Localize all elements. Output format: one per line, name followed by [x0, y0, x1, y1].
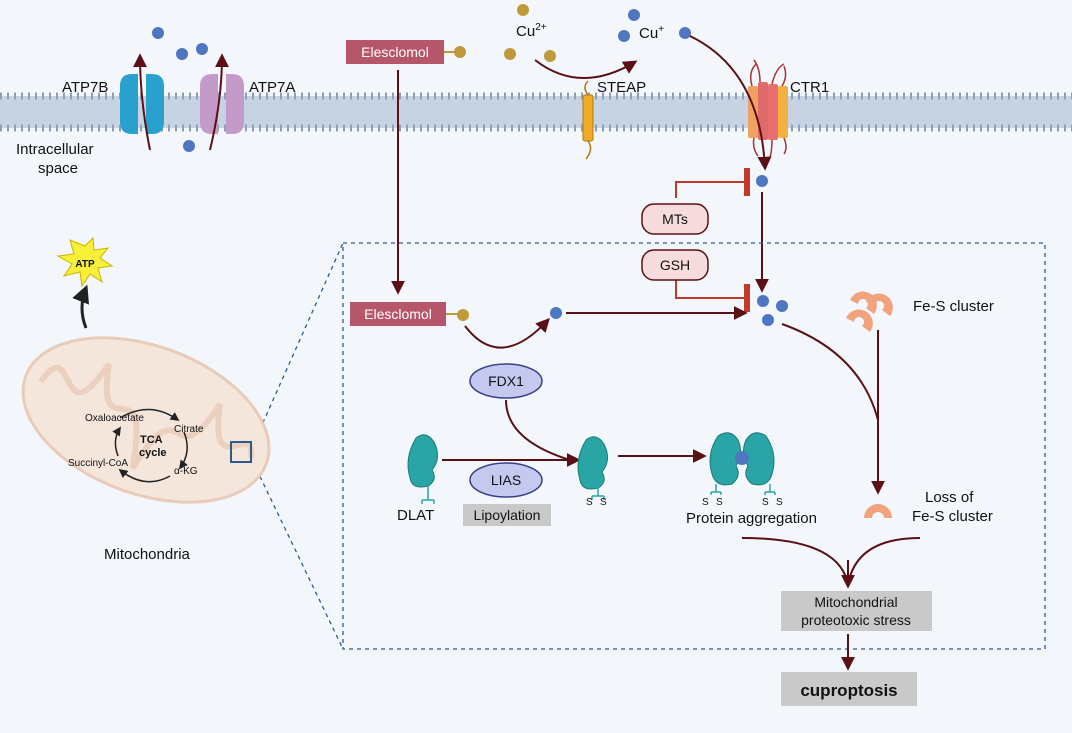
aggregation-to-stress: [741, 537, 849, 586]
cu2-label: Cu2+: [516, 22, 547, 40]
mitochondria-label: Mitochondria: [104, 546, 191, 563]
tca-label-1: TCA: [140, 434, 163, 446]
tca-akg: α-KG: [174, 466, 198, 477]
atp7b-label: ATP7B: [62, 79, 108, 96]
svg-text:S: S: [702, 497, 709, 508]
loss-fes-label-1: Loss of: [925, 489, 974, 506]
mts-box: MTs: [641, 203, 709, 235]
ctr1-transporter: [689, 35, 788, 171]
dlat-protein: [407, 434, 438, 504]
elesclomol-mito: Elesclomol: [350, 302, 469, 326]
steap-label: STEAP: [597, 79, 646, 96]
gsh-box: GSH: [641, 249, 709, 281]
mito-stress-label-1: Mitochondrial: [814, 594, 897, 610]
lias-enzyme: LIAS: [469, 462, 543, 498]
mito-stress-box: Mitochondrial proteotoxic stress: [781, 591, 932, 631]
mito-stress-label-2: proteotoxic stress: [801, 612, 911, 628]
atp7a-label: ATP7A: [249, 79, 295, 96]
elesclomol-top-label: Elesclomol: [361, 44, 429, 60]
sulfur-label: S: [600, 497, 607, 508]
released-copper-ion: [550, 307, 562, 319]
ctr1-import-arrow: [689, 35, 772, 171]
cell-membrane: [0, 92, 1072, 132]
fdx1-label: FDX1: [488, 373, 524, 389]
fes-to-stress: [847, 537, 921, 586]
zoom-line-bottom: [252, 461, 344, 650]
cuproptosis-label: cuproptosis: [800, 681, 897, 700]
tca-oxaloacetate: Oxaloacetate: [85, 413, 144, 424]
sulfur-label: S: [586, 497, 593, 508]
aggregated-protein: S S S S: [702, 432, 783, 508]
tca-label-2: cycle: [139, 447, 167, 459]
fes-cluster-label: Fe-S cluster: [913, 298, 994, 315]
protein-aggregation-label: Protein aggregation: [686, 510, 817, 527]
lipoylation-box: Lipoylation: [463, 504, 551, 526]
fdx1-enzyme: FDX1: [469, 363, 543, 399]
cuproptosis-box: cuproptosis: [781, 672, 917, 706]
atp7a-transporter: [200, 53, 244, 151]
intracellular-label-1: Intracellular: [16, 141, 94, 158]
steap-protein: [582, 80, 594, 160]
lias-label: LIAS: [491, 472, 521, 488]
elesclomol-top: Elesclomol: [346, 40, 466, 64]
mitochondrion: [21, 336, 271, 504]
fes-cluster: [846, 291, 893, 332]
dlat-label: DLAT: [397, 507, 434, 524]
mts-label: MTs: [662, 211, 688, 227]
fdx1-arrow: [505, 399, 571, 461]
gsh-inhibition: [675, 280, 750, 312]
ctr1-label: CTR1: [790, 79, 829, 96]
copper-ions-extracellular: [152, 27, 208, 152]
atp-label: ATP: [75, 259, 95, 270]
gsh-label: GSH: [660, 257, 690, 273]
atp-release-arrow: [72, 284, 90, 329]
loss-fes-label-2: Fe-S cluster: [912, 508, 993, 525]
atp-star: ATP: [56, 236, 114, 288]
svg-text:S: S: [716, 497, 723, 508]
copper-release-arrow: [464, 317, 550, 349]
zoom-square: [230, 441, 252, 463]
svg-text:S: S: [762, 497, 769, 508]
elesclomol-mid-label: Elesclomol: [364, 306, 432, 322]
cu1-label: Cu+: [639, 24, 664, 42]
tca-citrate: Citrate: [174, 424, 204, 435]
mitochondria-zoom-frame: [342, 242, 1046, 650]
reduction-arrow: [534, 59, 638, 79]
mito-copper-ions: [757, 295, 788, 326]
copper-reduction: [504, 4, 691, 79]
lipoylation-label: Lipoylation: [474, 507, 541, 523]
mts-inhibition: [675, 168, 750, 198]
intracellular-label-2: space: [38, 160, 78, 177]
zoom-line-top: [252, 242, 344, 446]
cytosolic-copper-ion: [756, 175, 768, 187]
lost-fes-cluster: [864, 504, 892, 518]
lipoylated-dlat: S S: [577, 436, 608, 508]
copper-to-fes-arrow: [781, 323, 879, 421]
atp7b-transporter: [120, 53, 164, 151]
tca-succinyl-coa: Succinyl-CoA: [68, 458, 128, 469]
svg-text:S: S: [776, 497, 783, 508]
